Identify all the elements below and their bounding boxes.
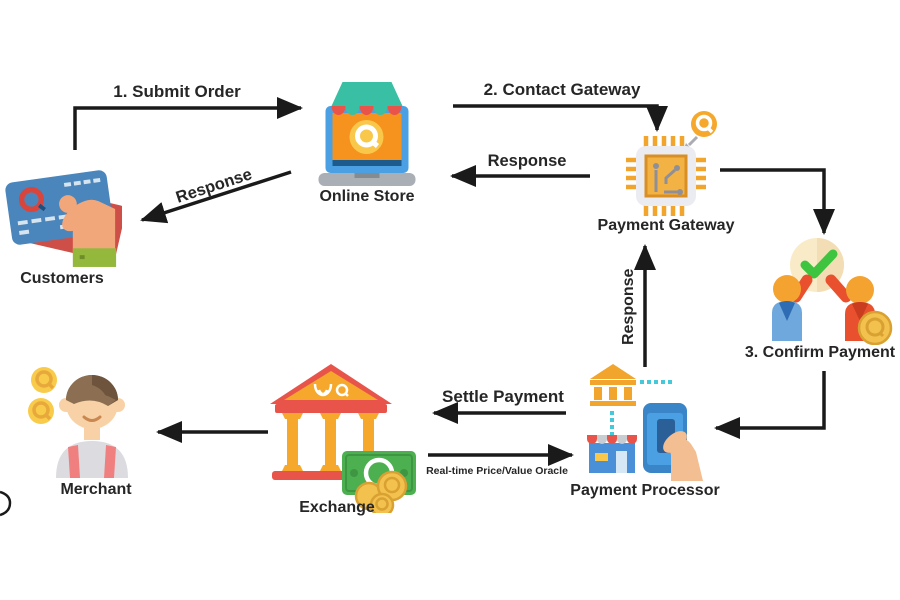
price-oracle-edge-label: Real-time Price/Value Oracle — [426, 465, 568, 477]
response-to-store-edge-label: Response — [487, 152, 567, 170]
online-store-label: Online Store — [319, 188, 415, 205]
merchant-icon — [28, 367, 128, 478]
response-to-gateway-edge-label: Response — [620, 268, 638, 346]
settle-payment-edge-label: Settle Payment — [442, 387, 564, 406]
coins — [28, 367, 57, 424]
awning — [331, 82, 403, 106]
payment-gateway-chip-icon — [626, 111, 717, 216]
arrow-confirm-to-processor — [714, 371, 826, 439]
store — [587, 435, 637, 473]
q-logo — [349, 120, 384, 154]
exchange-label: Exchange — [299, 499, 375, 516]
exchange-bank-icon — [270, 364, 416, 513]
confirm-payment-label: 3. Confirm Payment — [744, 344, 896, 361]
confirm-payment-icon — [772, 238, 893, 345]
payment-gateway-label: Payment Gateway — [597, 217, 735, 234]
bank — [590, 364, 636, 406]
neck — [84, 426, 100, 440]
arrow-response-to-customers — [140, 170, 292, 224]
submit-order-edge-label: 1. Submit Order — [113, 82, 241, 101]
payment-processor-icon — [587, 364, 703, 481]
right-arm — [825, 274, 852, 303]
customers-credit-card-icon — [5, 170, 122, 267]
circuit-traces — [654, 168, 678, 194]
arrow-contact-gateway — [453, 104, 668, 132]
body — [56, 441, 128, 478]
online-store-icon — [318, 82, 416, 186]
awning-scallops — [331, 106, 402, 115]
hat — [66, 375, 118, 406]
check-mark — [800, 249, 838, 279]
phone-in-hand — [643, 403, 703, 481]
dotted-links — [610, 380, 672, 436]
laptop-base — [318, 173, 416, 186]
coins — [354, 470, 408, 513]
smile — [82, 415, 102, 422]
payment-processor-label: Payment Processor — [570, 482, 720, 499]
merchant-label: Merchant — [60, 481, 132, 498]
clipped-edge-artifact — [0, 490, 12, 517]
columns — [282, 413, 379, 471]
contact-gateway-edge-label: 2. Contact Gateway — [483, 80, 641, 99]
q-coin — [691, 111, 717, 137]
customers-label: Customers — [20, 270, 104, 287]
gold-coin — [857, 310, 893, 345]
hand — [59, 195, 117, 267]
bull-q-logo — [313, 383, 349, 397]
apron-straps — [68, 445, 116, 478]
arrow-gateway-to-confirm — [720, 168, 835, 235]
arrow-submit-order — [73, 97, 303, 150]
person-left — [772, 275, 802, 341]
